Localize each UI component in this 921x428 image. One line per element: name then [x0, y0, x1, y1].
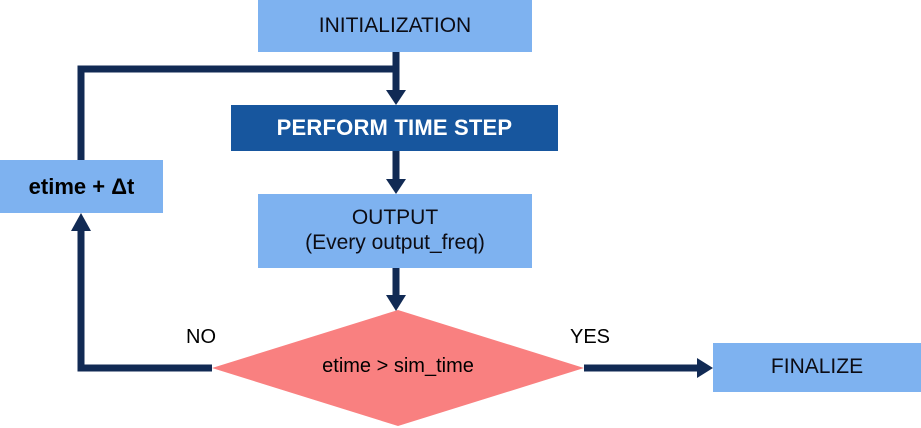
- connector-accumulator-to-timestep: [77, 65, 396, 160]
- node-initialization-label: INITIALIZATION: [318, 13, 472, 37]
- connector-timestep-to-output: [386, 151, 406, 194]
- edge-label-yes: YES: [570, 326, 610, 349]
- node-output[interactable]: OUTPUT (Every output_freq): [258, 194, 532, 268]
- node-accumulator-label: etime + Δt: [28, 173, 135, 199]
- node-accumulator[interactable]: etime + Δt: [0, 160, 163, 213]
- node-decision-text: etime > sim_time: [322, 355, 474, 377]
- node-output-label-line1: OUTPUT: [351, 206, 439, 230]
- node-initialization[interactable]: INITIALIZATION: [258, 0, 532, 52]
- connector-decision-no-to-accumulator: [71, 213, 212, 372]
- node-finalize[interactable]: FINALIZE: [713, 343, 921, 392]
- decision-diamond-shape: [212, 310, 584, 426]
- connector-output-to-decision: [386, 268, 406, 311]
- node-perform-time-step-label: PERFORM TIME STEP: [276, 115, 513, 141]
- edge-label-yes-text: YES: [570, 326, 611, 348]
- node-output-label-line2: (Every output_freq): [305, 231, 485, 254]
- connector-init-to-timestep: [386, 52, 406, 105]
- node-decision-label[interactable]: etime > sim_time: [288, 355, 508, 378]
- node-perform-time-step[interactable]: PERFORM TIME STEP: [231, 105, 558, 151]
- edge-label-no-text: NO: [186, 326, 216, 348]
- connector-decision-yes-to-finalize: [584, 358, 713, 378]
- edge-label-no: NO: [186, 326, 216, 349]
- node-finalize-label: FINALIZE: [770, 355, 864, 379]
